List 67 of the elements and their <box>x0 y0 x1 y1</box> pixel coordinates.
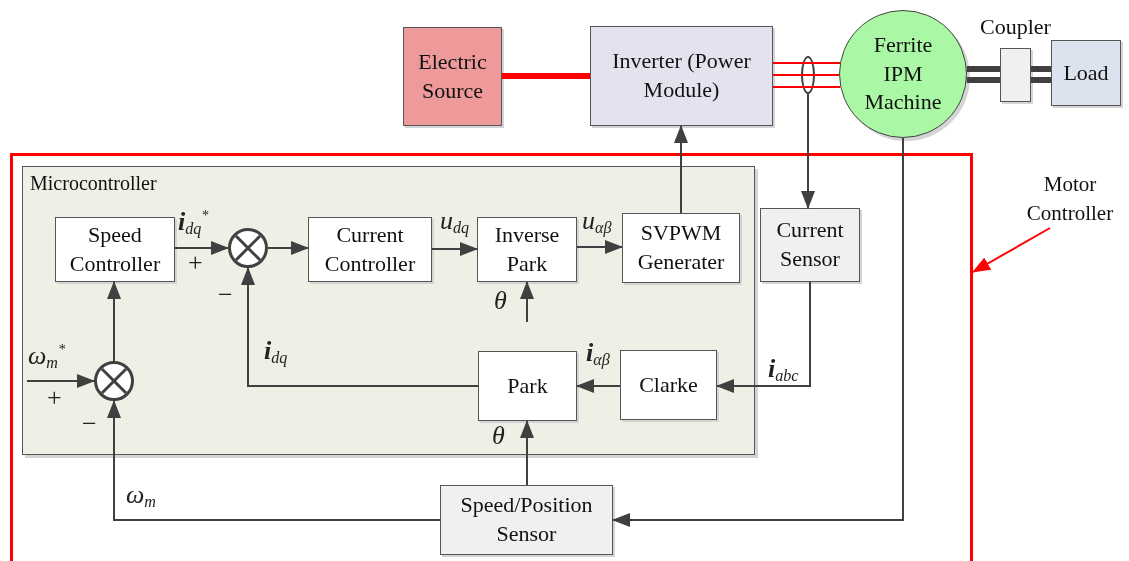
node-label: Park <box>507 371 548 400</box>
node-label: Ferrite IPM Machine <box>863 31 943 117</box>
arrow <box>576 379 621 393</box>
arrow <box>520 281 534 323</box>
connector-line <box>772 86 842 88</box>
process-block <box>308 217 432 282</box>
arrow <box>107 400 441 521</box>
source-box <box>403 27 502 126</box>
node-label: Electric Source <box>417 47 488 105</box>
summing-junction <box>228 228 268 268</box>
process-block <box>477 217 577 282</box>
edge-label: θ <box>492 423 505 449</box>
node-label: Clarke <box>639 370 698 399</box>
edge-label: i$_{dq}$ <box>264 338 288 367</box>
node-label: Speed Controller <box>68 220 162 278</box>
arrow <box>174 241 229 255</box>
connector-line <box>966 77 1000 83</box>
sensor-block <box>760 208 860 282</box>
edge-label: u$_{dq}$ <box>440 208 470 237</box>
node-label: Current Controller <box>323 220 417 278</box>
connector-line <box>502 73 590 79</box>
node-label: Inverter (Power Module) <box>611 47 752 104</box>
process-block <box>478 351 577 421</box>
arrow <box>716 281 811 393</box>
arrow <box>26 374 95 388</box>
callout-text: Motor Controller <box>1025 171 1115 228</box>
controller-boundary <box>10 153 973 561</box>
edge-label: u$_{αβ}$ <box>582 208 612 237</box>
edge-label: i$_{abc}$ <box>768 356 799 385</box>
connector-line <box>772 62 841 64</box>
arrow <box>107 281 121 362</box>
edge-label: ω$_{m}$ <box>126 482 156 511</box>
load-box <box>1051 40 1121 106</box>
arrow <box>267 241 309 255</box>
sign-label: − <box>218 282 233 308</box>
edge-label: i$_{αβ}$ <box>586 340 610 369</box>
sign-label: + <box>188 250 203 276</box>
microcontroller-panel <box>22 166 755 455</box>
sign-label: − <box>82 411 97 437</box>
connector-line <box>772 74 840 76</box>
edge-label: θ <box>494 288 507 314</box>
current-clamp-ellipse <box>801 56 815 94</box>
arrow <box>674 125 688 214</box>
node-label: SVPWM Generater <box>636 219 726 276</box>
sensor-block <box>440 485 613 555</box>
process-block <box>622 213 740 283</box>
node-label: Load <box>1063 58 1109 87</box>
arrow <box>612 137 904 527</box>
panel-title: Microcontroller <box>30 172 157 195</box>
arrow <box>431 242 478 256</box>
node-label: Coupler <box>980 14 1051 41</box>
process-block <box>55 217 175 282</box>
summing-junction <box>94 361 134 401</box>
sign-label: + <box>47 385 62 411</box>
node-label: Speed/Position Sensor <box>459 491 594 548</box>
arrow <box>801 93 815 209</box>
inverter-box <box>590 26 773 126</box>
node-label: Inverse Park <box>493 220 561 278</box>
arrow <box>576 240 623 254</box>
process-block <box>620 350 717 420</box>
connector-line <box>966 66 1000 72</box>
arrow <box>241 267 479 387</box>
node-label: Current Sensor <box>775 216 845 273</box>
connector-line <box>1031 77 1051 83</box>
connector-line <box>1031 66 1051 72</box>
arrow <box>972 227 1051 273</box>
arrow <box>520 420 534 486</box>
